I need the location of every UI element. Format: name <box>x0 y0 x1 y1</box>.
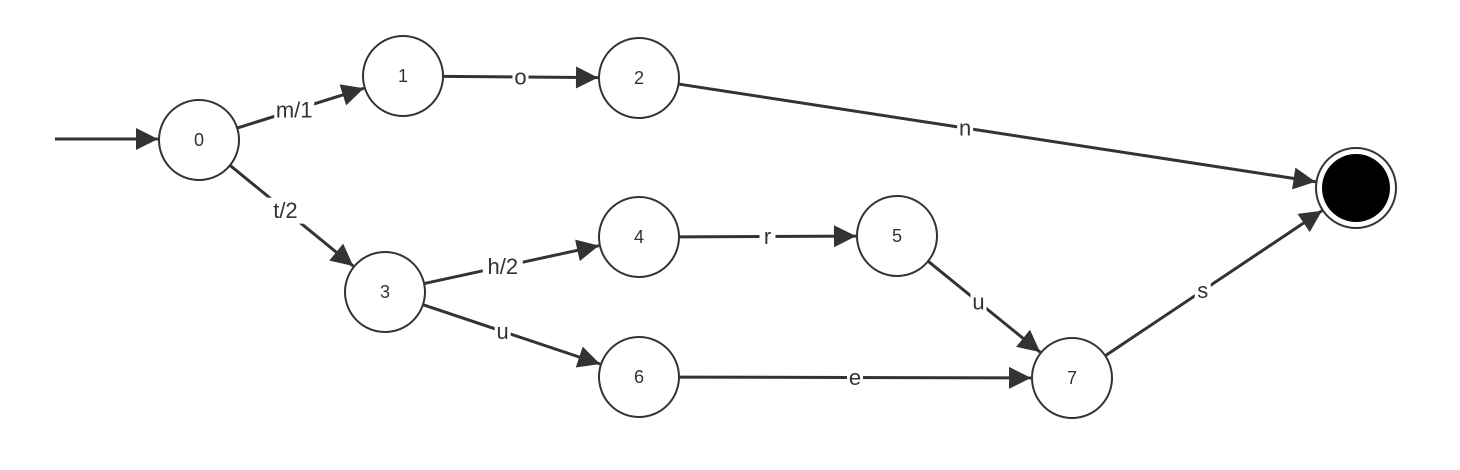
edges: m/1 o n t/2 h/2 r u u e s <box>229 63 1323 391</box>
edge-line <box>678 82 1316 190</box>
state-node-3: 3 <box>344 251 426 333</box>
state-circle <box>344 251 426 333</box>
final-state <box>1315 147 1397 229</box>
final-state-inner-fill <box>1322 154 1390 222</box>
state-label: 6 <box>634 367 644 387</box>
edge-label: h/2 <box>487 254 518 279</box>
edge-3-6: u <box>422 303 601 368</box>
state-label: 3 <box>380 282 390 302</box>
edge-1-2: o <box>442 63 599 90</box>
edge-label: o <box>514 64 526 89</box>
state-circle <box>598 196 680 278</box>
edge-label: u <box>972 290 984 315</box>
edge-label-background <box>970 289 987 316</box>
edge-label: t/2 <box>273 198 297 223</box>
state-node-1: 1 <box>362 35 444 117</box>
state-label: 5 <box>892 226 902 246</box>
state-node-4: 4 <box>598 196 680 278</box>
edge-0-3: t/2 <box>229 164 355 268</box>
edge-2-final: n <box>678 82 1316 190</box>
edge-6-7: e <box>678 364 1032 391</box>
state-node-6: 6 <box>598 336 680 418</box>
state-circle <box>856 195 938 277</box>
state-circle <box>1031 337 1113 419</box>
nodes: 0 1 2 3 4 5 6 7 <box>158 35 1397 419</box>
state-circle <box>598 37 680 119</box>
state-label: 1 <box>398 66 408 86</box>
edge-label-background <box>847 364 863 391</box>
state-circle <box>158 99 240 181</box>
state-node-0: 0 <box>158 99 240 181</box>
edge-label-background <box>1194 277 1211 304</box>
state-circle <box>362 35 444 117</box>
edge-label: m/1 <box>276 98 313 123</box>
edge-label-background <box>482 253 523 280</box>
edge-label-background <box>265 197 306 224</box>
state-label: 7 <box>1067 368 1077 388</box>
state-label: 4 <box>634 227 644 247</box>
edge-label-background <box>274 97 315 124</box>
edge-5-7: u <box>927 260 1042 354</box>
state-node-2: 2 <box>598 37 680 119</box>
state-node-7: 7 <box>1031 337 1113 419</box>
edge-0-1: m/1 <box>236 84 365 130</box>
edge-label-background <box>957 115 974 142</box>
edge-label-background <box>759 223 776 250</box>
edge-label: n <box>959 116 971 141</box>
edge-label: r <box>764 224 771 249</box>
edge-label: e <box>849 365 861 390</box>
edge-3-4: h/2 <box>423 239 600 286</box>
edge-7-final: s <box>1104 209 1323 358</box>
state-label: 0 <box>194 130 204 150</box>
edge-4-5: r <box>678 223 857 250</box>
edge-label: u <box>497 319 509 344</box>
edge-line <box>422 303 601 368</box>
edge-line <box>1104 209 1323 358</box>
state-node-5: 5 <box>856 195 938 277</box>
edge-label-background <box>494 318 511 345</box>
state-circle <box>598 336 680 418</box>
edge-label-background <box>512 63 529 90</box>
edge-label: s <box>1197 278 1208 303</box>
state-label: 2 <box>634 68 644 88</box>
